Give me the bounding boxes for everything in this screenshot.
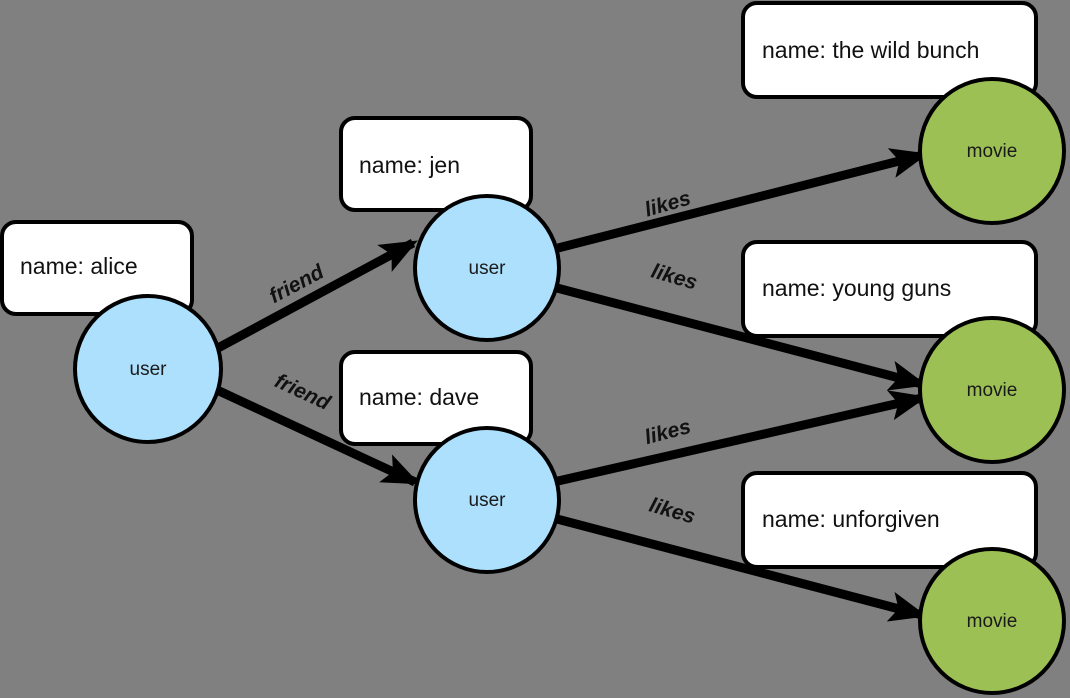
node-shape [918, 316, 1066, 464]
edge-label-friend: friend [271, 369, 335, 415]
node-type-label: movie [967, 141, 1018, 162]
node-type-label: movie [967, 611, 1018, 632]
note-label: name: young guns [762, 275, 951, 301]
node-type-label: user [130, 359, 168, 380]
node-type-label: movie [967, 380, 1018, 401]
nodes-layer: user user user movie movie movie [73, 77, 1066, 695]
edge-line [215, 239, 418, 352]
node-movie-the-wild-bunch[interactable]: movie [918, 77, 1066, 225]
edges-layer [215, 148, 929, 622]
note-box-shape [339, 116, 533, 212]
edge-alice-friend-dave[interactable] [215, 385, 420, 487]
node-type-label: user [469, 490, 507, 511]
node-user-jen[interactable]: user [413, 194, 561, 342]
note-label: name: the wild bunch [762, 37, 979, 63]
edge-alice-friend-jen[interactable] [215, 239, 418, 352]
note-alice[interactable]: name: alice [0, 220, 194, 316]
notes-layer: name: alice name: jen name: dave name: t… [0, 1, 1038, 569]
note-the-wild-bunch[interactable]: name: the wild bunch [741, 1, 1038, 99]
node-user-alice[interactable]: user [73, 294, 223, 444]
edge-line [556, 390, 928, 486]
node-shape [918, 547, 1066, 695]
note-young-guns[interactable]: name: young guns [741, 240, 1038, 338]
edge-dave-likes-unforgiven[interactable] [555, 514, 928, 622]
node-shape [413, 194, 561, 342]
note-box-shape [741, 1, 1038, 99]
node-shape [413, 426, 561, 574]
edge-line [555, 514, 928, 622]
edge-line [556, 148, 929, 253]
note-label: name: alice [20, 253, 138, 279]
note-jen[interactable]: name: jen [339, 116, 533, 212]
node-movie-young-guns[interactable]: movie [918, 316, 1066, 464]
note-label: name: dave [359, 384, 479, 410]
note-label: name: jen [359, 152, 460, 178]
note-box-shape [0, 220, 194, 316]
node-type-label: user [469, 258, 507, 279]
edge-jen-likes-younguns[interactable] [555, 283, 928, 391]
edge-line [555, 283, 928, 391]
edge-jen-likes-wildbunch[interactable] [556, 148, 929, 253]
edge-label-likes: likes [647, 494, 698, 529]
node-user-dave[interactable]: user [413, 426, 561, 574]
note-box-shape [741, 471, 1038, 569]
edge-line [215, 385, 420, 487]
note-box-shape [741, 240, 1038, 338]
node-shape [918, 77, 1066, 225]
node-shape [73, 294, 223, 444]
edge-dave-likes-younguns[interactable] [556, 390, 928, 486]
edge-label-likes: likes [649, 260, 700, 295]
note-box-shape [339, 350, 533, 446]
edge-label-likes: likes [642, 415, 693, 449]
note-unforgiven[interactable]: name: unforgiven [741, 471, 1038, 569]
note-label: name: unforgiven [762, 506, 940, 532]
note-dave[interactable]: name: dave [339, 350, 533, 446]
node-movie-unforgiven[interactable]: movie [918, 547, 1066, 695]
